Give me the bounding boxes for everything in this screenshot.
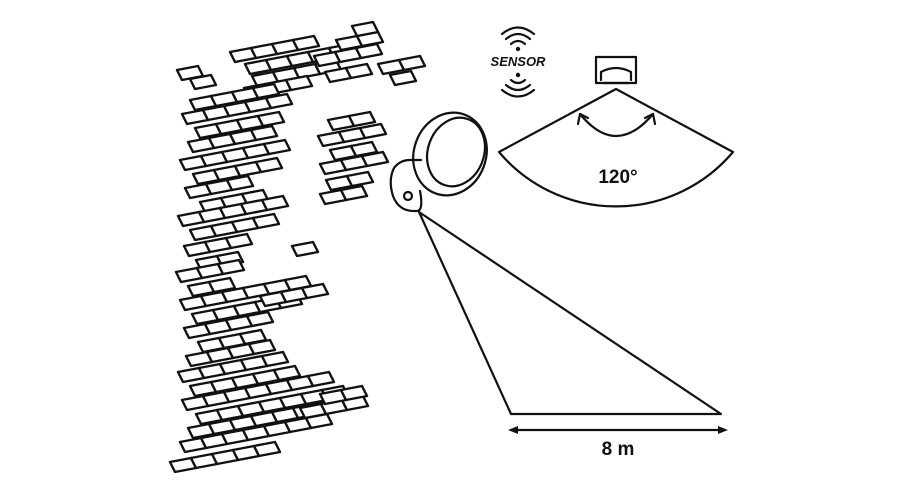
brick [262,138,292,156]
brick [339,384,369,402]
brick [249,124,279,142]
brick [345,170,375,188]
brick [358,122,388,140]
brick [256,110,286,128]
brick [306,370,336,388]
brick [207,276,237,294]
brick [260,194,290,212]
brick [225,174,255,192]
brick [284,74,314,92]
angle-arrow-right [643,112,657,126]
lamp-shade-inner [425,116,487,188]
brick [247,338,277,356]
brick [350,20,380,38]
brick [388,69,418,87]
brick [354,42,384,60]
brick [397,54,427,72]
brick [360,150,390,168]
brick [339,184,369,202]
distance-dimension: 8 m [508,426,728,460]
angle-label: 120° [598,167,637,188]
brick [272,364,302,382]
sensor-label: SENSOR [491,54,547,69]
brick [252,440,282,458]
brick-wall [168,20,427,474]
angle-arrow-left [576,112,590,126]
brick [264,92,294,110]
brick [291,34,321,52]
brick [344,62,374,80]
lamp-sensor-eye [402,190,414,202]
range-cone [417,210,723,416]
brick [251,212,281,230]
motion-sensor-icon [594,55,638,85]
angle-arc [578,112,655,137]
brick [300,282,330,300]
wall-lamp-icon [389,111,488,213]
brick [188,73,218,91]
brick [254,156,284,174]
signal-waves-icon [500,26,536,98]
brick [224,232,254,250]
sensor-logo: SENSOR [491,26,547,98]
detection-sector [497,87,735,208]
lamp-shade-outer [412,111,488,197]
brick [251,82,281,100]
brick [260,350,290,368]
brick [290,240,320,258]
detection-angle-fan: 120° [497,87,735,208]
brick [347,110,377,128]
brick [245,310,275,328]
dimension-arrow-right [718,426,728,434]
lamp-mount [389,158,423,213]
dimension-arrow-left [508,426,518,434]
brick [216,258,246,276]
range-label: 8 m [602,439,635,460]
